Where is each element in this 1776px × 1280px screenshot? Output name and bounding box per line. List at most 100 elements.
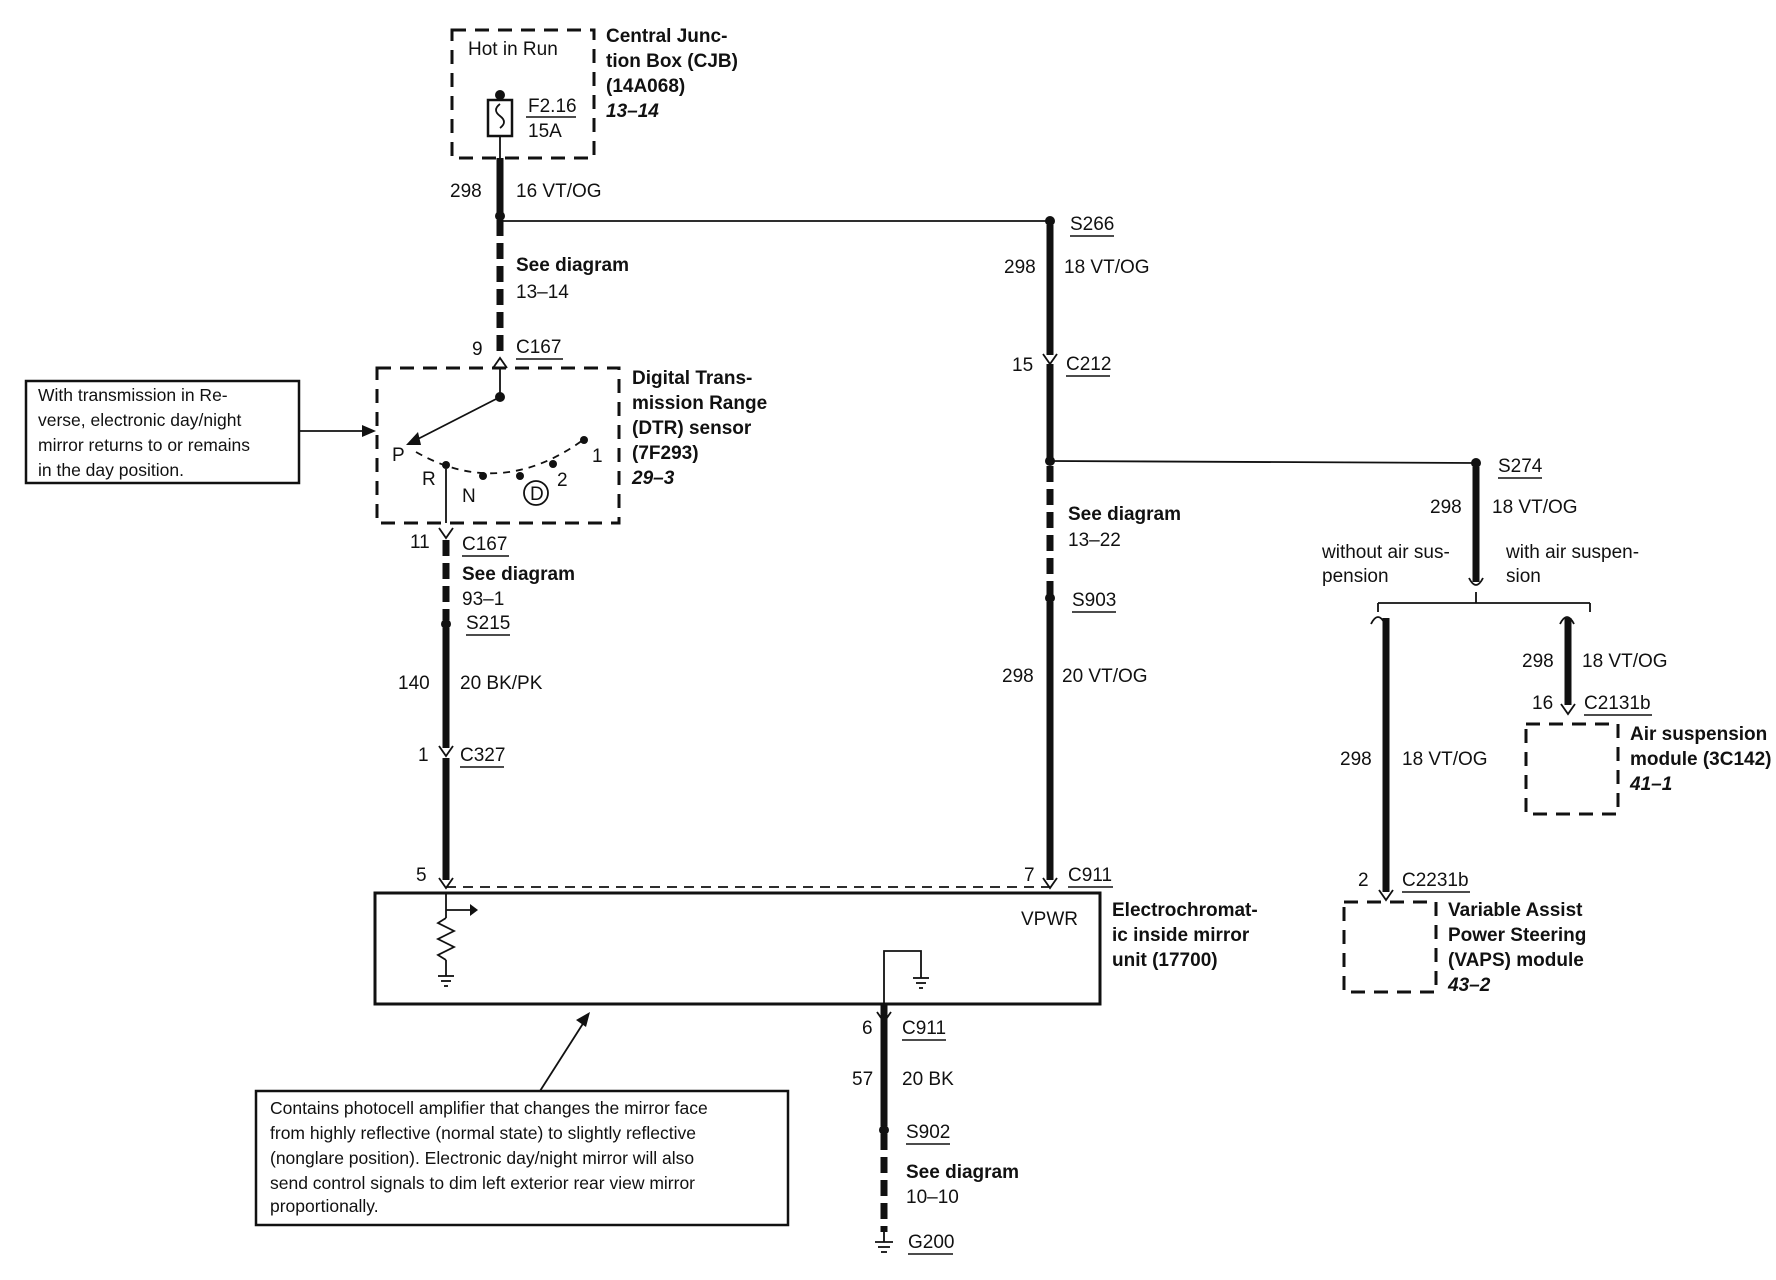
photocell-note-line-2: from highly reflective (normal state) to… [270, 1123, 696, 1143]
c911-bottom-pin: 6 [862, 1018, 873, 1039]
option-split-break-icon [1468, 577, 1484, 586]
c212-name: C212 [1066, 354, 1111, 375]
dtr-pos-1-dot [580, 436, 588, 444]
dtr-pos-d-dot [516, 472, 524, 480]
air-ref: 41–1 [1629, 774, 1672, 795]
c911-right-pin: 7 [1024, 865, 1035, 886]
air-module-box [1524, 722, 1620, 816]
dtr-pos-d: D [530, 484, 544, 505]
fuse-rating: 15A [528, 121, 562, 142]
mirror-title-line-2: ic inside mirror [1112, 925, 1250, 946]
air-title-line-2: module (3C142) [1630, 749, 1771, 770]
c327-pin: 1 [418, 745, 429, 766]
c911-left-connector-icon [438, 877, 454, 890]
photocell-note-line-3: (nonglare position). Electronic day/nigh… [270, 1148, 694, 1168]
without-air-line-1: without air sus- [1321, 542, 1450, 563]
wire-298-20-spec: 20 VT/OG [1062, 666, 1148, 687]
c167-bottom-name: C167 [462, 534, 507, 555]
photocell-note-arrow-head [576, 1012, 590, 1027]
c911-left-pin: 5 [416, 865, 427, 886]
fuse-id: F2.16 [528, 96, 577, 117]
connector-c212: 15 C212 [1012, 353, 1111, 377]
wire-140-20-bk-pk: 140 20 BK/PK [398, 628, 543, 748]
s274-dot [1471, 458, 1481, 468]
dtr-title-line-4: (7F293) [632, 443, 699, 464]
splice-s903: S903 [1045, 590, 1116, 613]
wire-298-air-spec: 18 VT/OG [1582, 651, 1668, 672]
dtr-pos-r-dot [442, 461, 450, 469]
vaps-title-line-3: (VAPS) module [1448, 950, 1584, 971]
wire-298-vaps-circuit: 298 [1340, 749, 1372, 770]
wire-298-18-right-circuit: 298 [1004, 257, 1036, 278]
vaps-module-box [1342, 900, 1438, 994]
photocell-note: Contains photocell amplifier that change… [254, 1012, 790, 1227]
c327-name: C327 [460, 745, 505, 766]
c2131b-connector-icon [1560, 703, 1576, 716]
dtr-pos-2-dot [549, 460, 557, 468]
s274-label: S274 [1498, 456, 1543, 477]
wire-298-20-vt-og: 298 20 VT/OG [1002, 602, 1148, 880]
dtr-pos-n-dot [479, 472, 487, 480]
wire-298-vaps-spec: 18 VT/OG [1402, 749, 1488, 770]
s902-label: S902 [906, 1122, 950, 1143]
c2131b-pin: 16 [1532, 693, 1553, 714]
see-diagram-right-label: See diagram [1068, 504, 1181, 525]
see-diagram-right: See diagram 13–22 [1046, 466, 1181, 596]
hot-in-run-label: Hot in Run [468, 39, 558, 60]
c212-pin: 15 [1012, 355, 1033, 376]
vaps-branch: 298 18 VT/OG 2 C2231b [1340, 616, 1488, 902]
dtr-switch-arrow-icon [406, 432, 421, 445]
wire-298-18-vt-og-s274: 298 18 VT/OG [1430, 467, 1578, 582]
cjb-dashed-box [450, 28, 596, 160]
air-title-line-1: Air suspension [1630, 724, 1767, 745]
dtr-switch-arm [411, 396, 501, 443]
internal-ground-wire [883, 950, 922, 1004]
wire-to-s274 [1049, 460, 1477, 464]
cjb-ref: 13–14 [606, 101, 659, 122]
see-diagram-left-ref: 93–1 [462, 589, 504, 610]
connector-c167-top: 9 C167 [472, 337, 563, 369]
photocell-note-line-4: send control signals to dim left exterio… [270, 1173, 695, 1193]
dtr-title-line-2: mission Range [632, 393, 767, 414]
see-diagram-bottom: See diagram 10–10 [880, 1134, 1019, 1232]
wire-298-circuit: 298 [450, 181, 482, 202]
s902-dot [879, 1125, 889, 1135]
dtr-pos-r: R [422, 469, 436, 490]
dtr-position-arc [415, 439, 584, 475]
see-diagram-top-ref: 13–14 [516, 282, 569, 303]
c911-right-name: C911 [1068, 865, 1112, 886]
ground-g200: G200 [875, 1232, 954, 1255]
c167-top-name: C167 [516, 337, 561, 358]
without-air-line-2: pension [1322, 566, 1389, 587]
wire-298-18-vt-og-right: 298 18 VT/OG [1004, 225, 1150, 355]
air-suspension-branch: 298 18 VT/OG 16 C2131b [1522, 616, 1668, 716]
see-diagram-left-label: See diagram [462, 564, 575, 585]
dtr-pos-1: 1 [592, 446, 603, 467]
fuse-top-dot [495, 90, 505, 100]
reverse-note-box [24, 379, 301, 485]
wire-57-spec: 20 BK [902, 1069, 954, 1090]
photocell-note-line-1: Contains photocell amplifier that change… [270, 1098, 708, 1118]
vaps-module: Variable Assist Power Steering (VAPS) mo… [1342, 900, 1586, 996]
dtr-dashed-box [375, 366, 621, 525]
resistor-icon [435, 917, 457, 961]
c2231b-name: C2231b [1402, 870, 1469, 891]
c2231b-connector-icon [1378, 889, 1394, 902]
with-air-line-2: sion [1506, 566, 1541, 587]
vaps-title-line-2: Power Steering [1448, 925, 1586, 946]
connector-c911-bottom: 6 C911 [862, 1011, 946, 1041]
reverse-note-line-4: in the day position. [38, 460, 184, 480]
see-diagram-bottom-label: See diagram [906, 1162, 1019, 1183]
c911-right-connector-icon [1042, 877, 1058, 890]
wire-298-18-s274-spec: 18 VT/OG [1492, 497, 1578, 518]
reverse-note-line-3: mirror returns to or remains [38, 435, 250, 455]
fuse-element-icon [495, 103, 505, 129]
mirror-title-line-1: Electrochromat- [1112, 900, 1258, 921]
dtr-sensor: P R N D 2 1 Digital Trans- mission Range… [375, 366, 767, 525]
central-junction-box: Hot in Run F2.16 15A Central Junc- tion … [450, 26, 738, 160]
dtr-title-line-1: Digital Trans- [632, 368, 752, 389]
photocell-note-line-5: proportionally. [270, 1196, 379, 1216]
see-diagram-left: See diagram 93–1 [442, 540, 575, 620]
photocell-note-arrow-line [539, 1021, 585, 1092]
